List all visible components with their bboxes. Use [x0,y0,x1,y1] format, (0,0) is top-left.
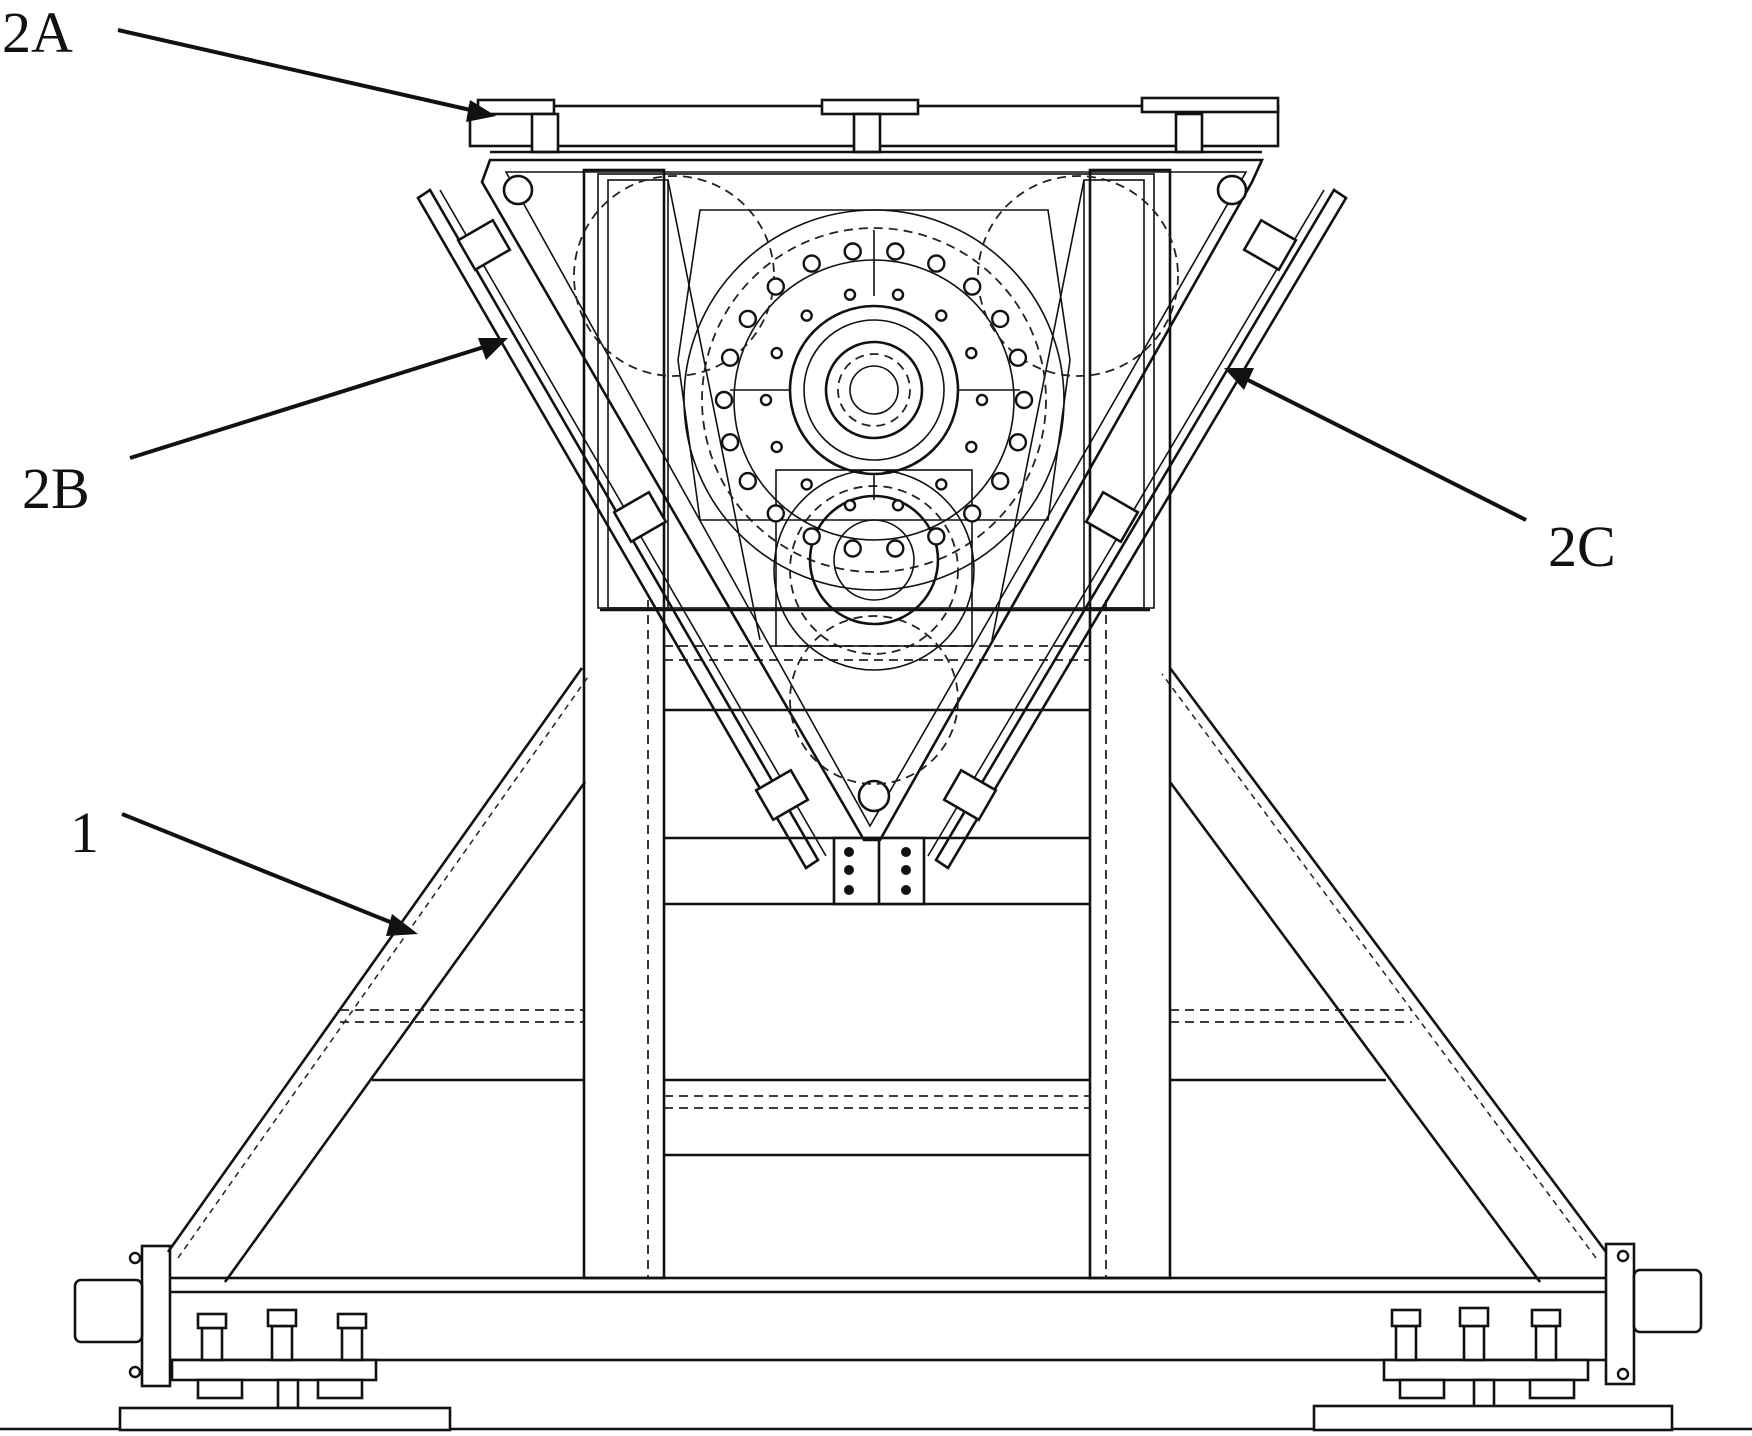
bolt-hole [891,288,905,301]
base-frame [73,168,1703,1432]
bolt-hole [843,499,857,512]
bolt-hole [766,277,785,296]
bolt-hole [935,478,948,491]
bolt-hole [886,242,905,261]
bolt-hole [991,309,1010,329]
bolt-hole [800,478,813,491]
bolt-hole [714,390,734,410]
bolt-hole [800,309,813,322]
bolt-hole [802,254,821,273]
left-foot [118,1308,452,1432]
bolt-hole [843,242,862,261]
label-1: 1 [70,800,99,865]
bolt-hole [843,539,862,558]
bolt-ring [714,242,1034,558]
callout-2A: 2A [2,0,496,122]
bolt-hole [991,471,1010,491]
bolt-hole [759,393,773,407]
left-brace [416,188,827,870]
bolt-hole [891,499,905,512]
triangle-frame [480,158,1265,842]
top-platform [468,96,1280,161]
bolt-hole [720,433,740,452]
bolt-hole [1008,433,1028,452]
bolt-hole [1008,348,1028,367]
bolt-hole [738,309,757,329]
right-foot [1312,1306,1674,1432]
bolt-hole [770,440,783,454]
right-brace [927,188,1348,870]
bolt-hole [1014,390,1034,410]
bolt-hole [843,288,857,301]
bolt-hole [770,346,783,360]
bolt-hole [720,348,740,367]
callout-1: 1 [70,800,418,936]
bolt-hole [963,504,982,523]
bolt-hole [927,527,946,546]
callout-2B: 2B [22,338,508,521]
label-2B: 2B [22,456,90,521]
callout-2C: 2C [1224,368,1616,579]
bolt-hole [886,539,905,558]
label-2C: 2C [1548,514,1616,579]
bolt-hole [738,471,757,491]
bolt-hole [766,504,785,523]
bolt-hole [935,309,948,322]
bolt-hole [963,277,982,296]
label-2A: 2A [2,0,73,65]
bolt-hole [802,527,821,546]
bolt-hole [975,393,989,407]
bolt-hole [965,440,978,454]
bolt-hole [927,254,946,273]
bolt-hole [965,346,978,360]
